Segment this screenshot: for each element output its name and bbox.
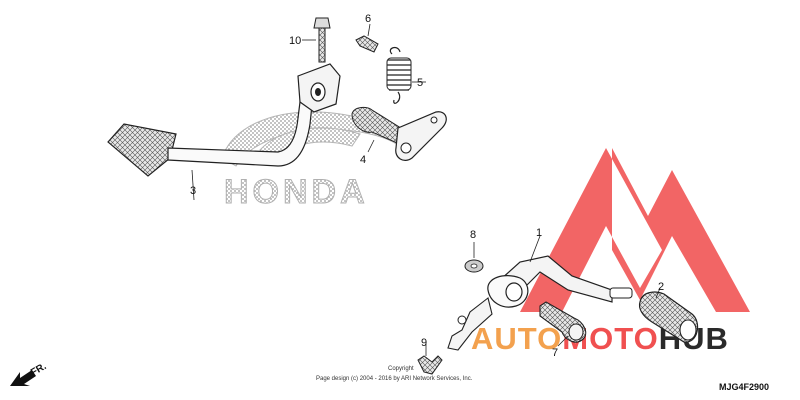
- gearshift-linkage-icon: [447, 297, 493, 351]
- link-bolt-9: 9: [417, 337, 443, 375]
- gearshift-pedal-peg-icon: [609, 287, 633, 299]
- spring-5: 5: [386, 46, 426, 104]
- callout-1: 1: [536, 227, 542, 239]
- link-bolt-9-icon: [417, 355, 443, 375]
- callout-7: 7: [552, 347, 558, 359]
- spring-5-icon: [387, 46, 411, 104]
- callout-3: 3: [190, 185, 196, 197]
- washer-8: 8: [464, 229, 484, 273]
- diagram-code: MJG4F2900: [719, 382, 769, 392]
- bolt-6-icon: [355, 35, 379, 53]
- watermark: AUTOMOTOHUB: [471, 148, 750, 356]
- direction-indicator: FR.: [10, 361, 49, 386]
- callout-2: 2: [658, 281, 664, 293]
- copyright-line2: Page design (c) 2004 - 2016 by ARI Netwo…: [316, 376, 473, 382]
- brake-pedal: 3: [107, 63, 341, 201]
- bolt-10: 10: [289, 17, 331, 63]
- honda-logo-text: HONDA: [224, 173, 369, 211]
- pedal-bolt-7: 7: [539, 301, 587, 359]
- bolt-6: 6: [355, 13, 379, 53]
- rubber-grip-2: 2: [638, 281, 699, 343]
- bolt-10-head-icon: [313, 17, 331, 29]
- pivot-arm-4-icon: [395, 111, 447, 161]
- direction-label: FR.: [29, 361, 49, 379]
- callout-6: 6: [365, 13, 371, 25]
- gearshift-pedal-1: 1: [447, 227, 633, 351]
- brake-pedal-pad-icon: [107, 123, 177, 177]
- callout-10: 10: [289, 35, 301, 47]
- callout-8: 8: [470, 229, 476, 241]
- bolt-10-shaft-icon: [318, 27, 326, 63]
- callout-9: 9: [421, 337, 427, 349]
- callout-5: 5: [417, 77, 423, 89]
- copyright-line1: Copyright: [388, 366, 414, 372]
- pivot-shaft-4: 4: [351, 106, 447, 166]
- callout-4: 4: [360, 154, 366, 166]
- watermark-triangle-icon: [520, 148, 750, 312]
- direction-arrow-icon: [10, 370, 36, 386]
- watermark-auto: AUTO: [471, 321, 562, 356]
